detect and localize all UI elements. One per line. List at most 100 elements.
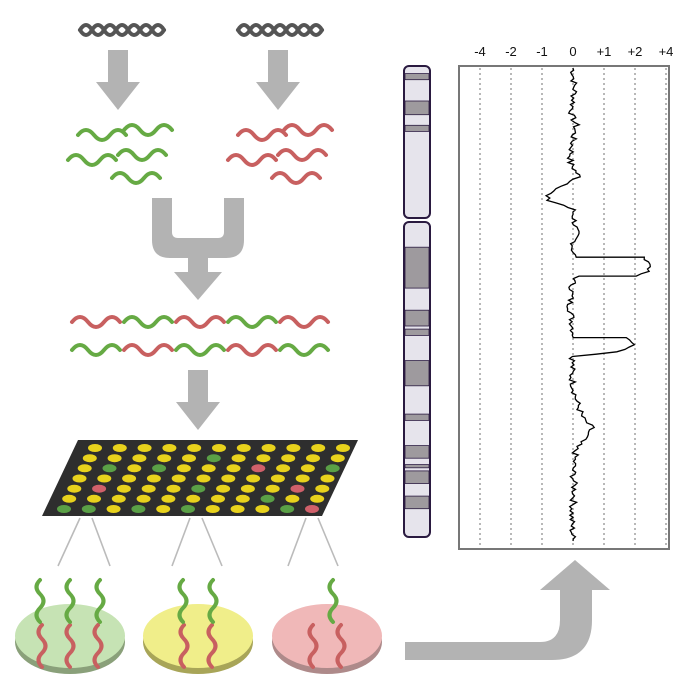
array-spot [87, 494, 101, 503]
fragment-icon [236, 128, 288, 142]
array-spot [286, 444, 301, 452]
array-spot [256, 454, 271, 463]
array-spot [112, 444, 127, 452]
array-spot [206, 454, 221, 463]
fragment-icon [207, 578, 219, 624]
fragment-icon [174, 315, 226, 329]
array-spot [156, 505, 171, 513]
fragment-icon [282, 123, 334, 137]
dna-strand-icon [78, 23, 166, 37]
array-spot [181, 505, 195, 513]
array-spot [102, 464, 117, 473]
fragment-icon [116, 148, 168, 162]
array-spot [122, 474, 137, 483]
arrow-down-icon [256, 50, 300, 110]
array-spot [131, 505, 146, 513]
hybridization-dishes [15, 578, 382, 674]
array-spot [97, 474, 112, 483]
array-spot [166, 484, 181, 493]
fragment-icon [92, 623, 104, 669]
array-spot [260, 494, 275, 503]
tick-label: -1 [536, 44, 548, 59]
fragment-icon [206, 623, 218, 669]
array-spot [330, 454, 345, 463]
array-spot [230, 505, 245, 513]
fragment-icon [335, 623, 347, 669]
array-spot [186, 494, 201, 503]
hybridization-dish-icon [15, 578, 125, 674]
profile-line [544, 67, 651, 542]
array-spot [290, 484, 305, 493]
array-spot [146, 474, 161, 483]
array-spot [216, 484, 231, 493]
fragment-icon [70, 343, 122, 357]
array-spot [92, 484, 107, 493]
arrow-down-icon [176, 370, 220, 430]
array-spot [88, 444, 102, 452]
array-spot [251, 464, 266, 473]
array-spot [132, 454, 147, 463]
fragment-icon [278, 343, 330, 357]
fragment-icon [122, 315, 174, 329]
fragment-icon [178, 623, 190, 669]
array-spot [62, 494, 77, 503]
array-spot [246, 474, 261, 483]
array-spot [116, 484, 131, 493]
mixed-fragments [70, 315, 330, 357]
arrow-down-icon [96, 50, 140, 110]
array-spot [136, 494, 151, 503]
array-spot [141, 484, 156, 493]
fragment-icon [64, 623, 76, 669]
array-spot [57, 505, 71, 513]
tick-label: +4 [659, 44, 674, 59]
fragment-icon [94, 578, 106, 624]
fragment-icon [70, 315, 122, 329]
array-spot [182, 454, 196, 463]
array-spot [106, 505, 121, 513]
array-spot [285, 494, 300, 503]
array-spot [67, 484, 82, 493]
tick-label: -4 [474, 44, 486, 59]
hybridization-dish-icon [272, 578, 382, 674]
array-spot [205, 505, 220, 513]
array-spot [162, 444, 177, 452]
array-spot [310, 494, 325, 503]
array-spot [137, 444, 152, 452]
array-spot [281, 454, 296, 463]
fragment-icon [110, 171, 162, 185]
array-spot [77, 464, 92, 473]
array-spot [280, 505, 295, 513]
array-spot [255, 505, 270, 513]
tick-label: +2 [628, 44, 643, 59]
array-spot [201, 464, 216, 473]
result-arrow-icon [405, 560, 610, 660]
array-spot [176, 464, 191, 473]
array-spot [72, 474, 87, 483]
array-spot [320, 474, 335, 483]
array-spot [295, 474, 310, 483]
merge-arrow-icon [152, 198, 244, 300]
tick-label: 0 [569, 44, 576, 59]
array-spot [236, 444, 251, 452]
array-spot [305, 505, 319, 513]
fragment-icon [76, 128, 128, 142]
array-spot [107, 454, 122, 463]
array-spot [111, 494, 126, 503]
chromosome-ideogram-icon [403, 65, 431, 538]
fragment-icon [122, 343, 174, 357]
array-spot [196, 474, 211, 483]
fragment-icon [64, 578, 76, 624]
array-spot [157, 454, 172, 463]
array-spot [265, 484, 280, 493]
fragment-icon [122, 123, 174, 137]
array-spot [261, 444, 276, 452]
array-spot [270, 474, 285, 483]
fragment-icon [226, 153, 278, 167]
red-fragments [226, 123, 334, 185]
array-spot [336, 444, 350, 452]
fragment-icon [327, 578, 339, 624]
fragment-icon [307, 623, 319, 669]
fragment-icon [66, 153, 118, 167]
array-spot [152, 464, 167, 473]
